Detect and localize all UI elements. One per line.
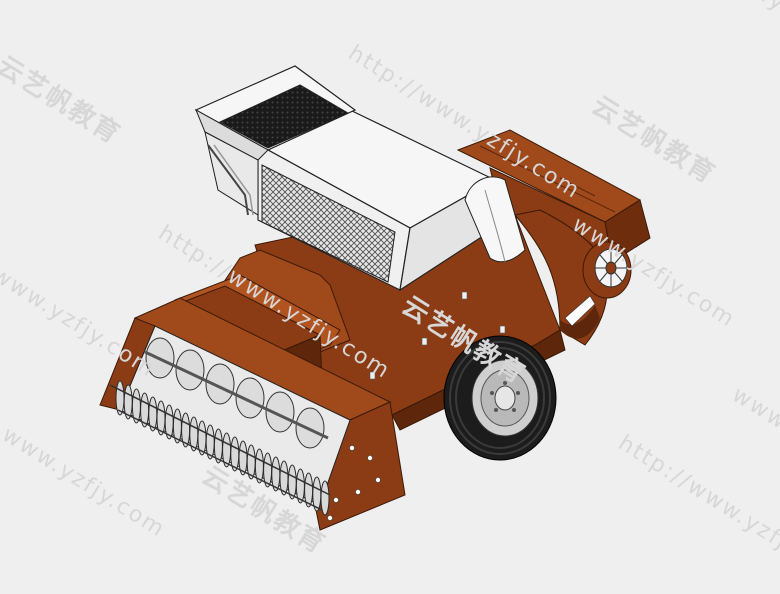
tine [320,480,330,516]
discharge-chute [514,209,608,346]
engine-hood [257,109,526,292]
tine [115,380,125,416]
bolt [461,291,468,300]
machine-model-render [99,65,651,531]
rear-wheel [443,335,557,461]
bolt [421,337,428,346]
fan-housing [582,241,632,299]
auger-screw [144,337,329,449]
air-intake-box [194,65,357,216]
bolt [369,371,376,380]
pickup-tines [115,380,330,516]
auger-housing [99,297,406,531]
bolt [499,325,506,334]
